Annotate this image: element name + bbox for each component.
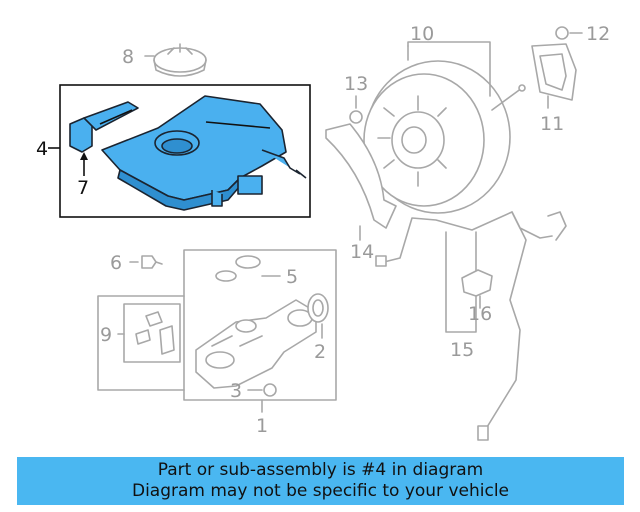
- part-10-brake-booster: [363, 60, 526, 214]
- highlight-box: [59, 84, 311, 218]
- part-12-nut: [555, 26, 583, 40]
- callout-16: 16: [468, 303, 492, 325]
- callout-13: 13: [344, 73, 368, 95]
- info-banner: Part or sub-assembly is #4 in diagram Di…: [17, 457, 624, 505]
- callout-3: 3: [230, 380, 242, 402]
- banner-line-1: Part or sub-assembly is #4 in diagram: [157, 460, 484, 480]
- part-9-sensor-kit: [117, 303, 181, 363]
- bracket-1: [183, 249, 337, 401]
- part-13-nut: [349, 95, 363, 124]
- callout-12: 12: [586, 23, 610, 45]
- part-15-vacuum-hose: [375, 211, 567, 441]
- part-11-gasket: [531, 43, 577, 109]
- part-3-plug: [247, 383, 277, 397]
- callout-1: 1: [256, 415, 268, 437]
- callout-7: 7: [77, 177, 89, 199]
- part-16-sensor: [461, 269, 493, 309]
- callout-15: 15: [450, 339, 474, 361]
- callout-14: 14: [350, 241, 374, 263]
- part-14-heat-shield: [325, 123, 397, 241]
- callout-2: 2: [314, 341, 326, 363]
- callout-9: 9: [100, 324, 112, 346]
- banner-line-2: Diagram may not be specific to your vehi…: [131, 481, 509, 501]
- callout-8: 8: [122, 46, 134, 68]
- part-5-grommet: [215, 255, 281, 282]
- callout-10: 10: [410, 23, 434, 45]
- part-4-brake-fluid-reservoir: [69, 95, 307, 211]
- callout-11: 11: [540, 113, 564, 135]
- part-8-cap: [144, 43, 207, 77]
- callout-6: 6: [110, 252, 122, 274]
- bracket-10: [407, 41, 491, 97]
- arrow-7: [80, 152, 88, 160]
- callout-4: 4: [36, 138, 48, 160]
- part-1-master-cylinder: [195, 299, 317, 389]
- part-2-seal: [307, 293, 329, 339]
- callout-5: 5: [286, 266, 298, 288]
- part-6-bolt: [129, 255, 163, 269]
